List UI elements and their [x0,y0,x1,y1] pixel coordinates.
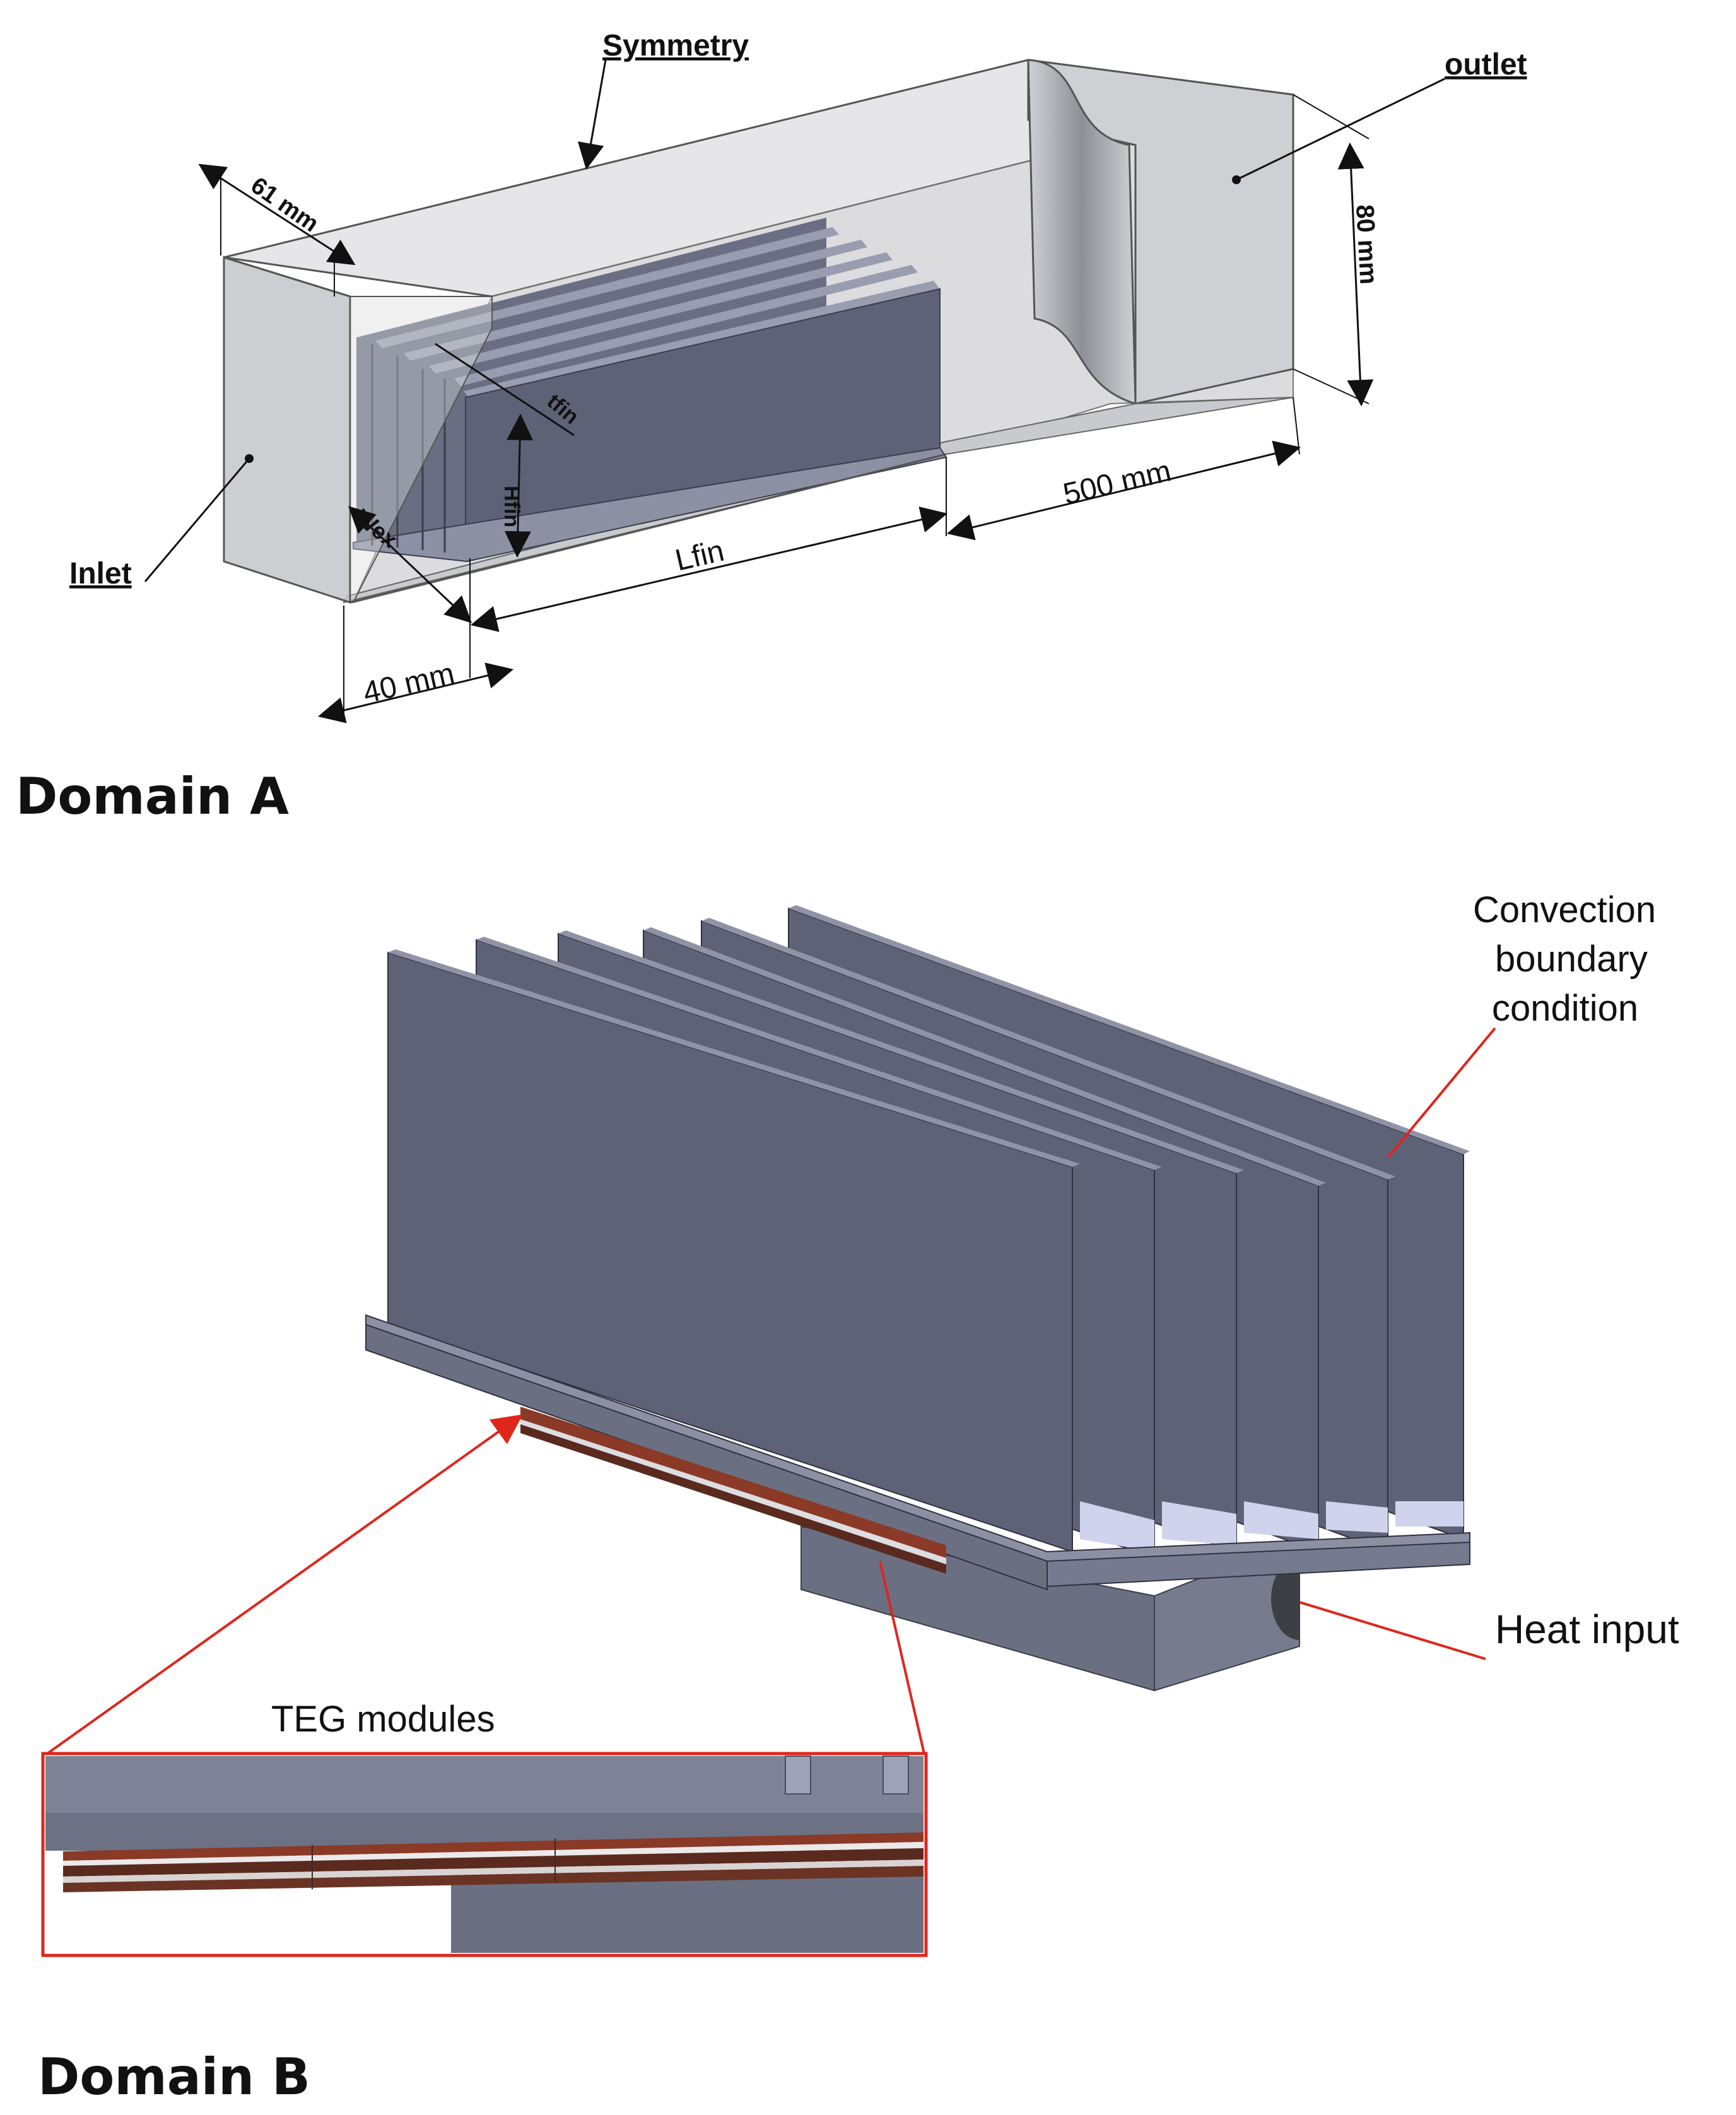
inlet-box [223,255,351,604]
domain-b-heading: Domain B [38,2048,310,2106]
label-teg-modules: TEG modules [271,1699,495,1740]
dim-61mm: 61 mm [246,172,324,237]
teg-stack [520,1407,946,1574]
label-heat-input: Heat input [1495,1607,1679,1652]
domain-b-diagram: TEG modules Convection boundary conditio… [41,889,1679,1957]
label-outlet: outlet [1445,48,1527,81]
s-bend-section [1027,59,1137,406]
domain-a-diagram: 61 mm 80 mm 500 mm Lfin 40 mm Wex Hfin t… [69,29,1527,724]
label-convection-2: boundary [1495,939,1648,980]
label-convection-3: condition [1492,988,1638,1029]
dim-40mm: 40 mm [360,657,458,710]
label-convection-1: Convection [1473,889,1656,930]
dim-80mm: 80 mm [1351,204,1383,285]
dim-lfin: Lfin [672,534,727,578]
fin-array-b [387,905,1470,1559]
heat-inlet-hole [1271,1558,1299,1640]
dim-500mm: 500 mm [1060,454,1175,512]
label-symmetry: Symmetry [602,29,749,62]
dim-hfin: Hfin [500,486,524,527]
teg-zoom-content [45,1755,924,1953]
label-inlet: Inlet [69,557,132,590]
fin-array-a [353,218,947,563]
domain-a-heading: Domain A [16,767,289,826]
